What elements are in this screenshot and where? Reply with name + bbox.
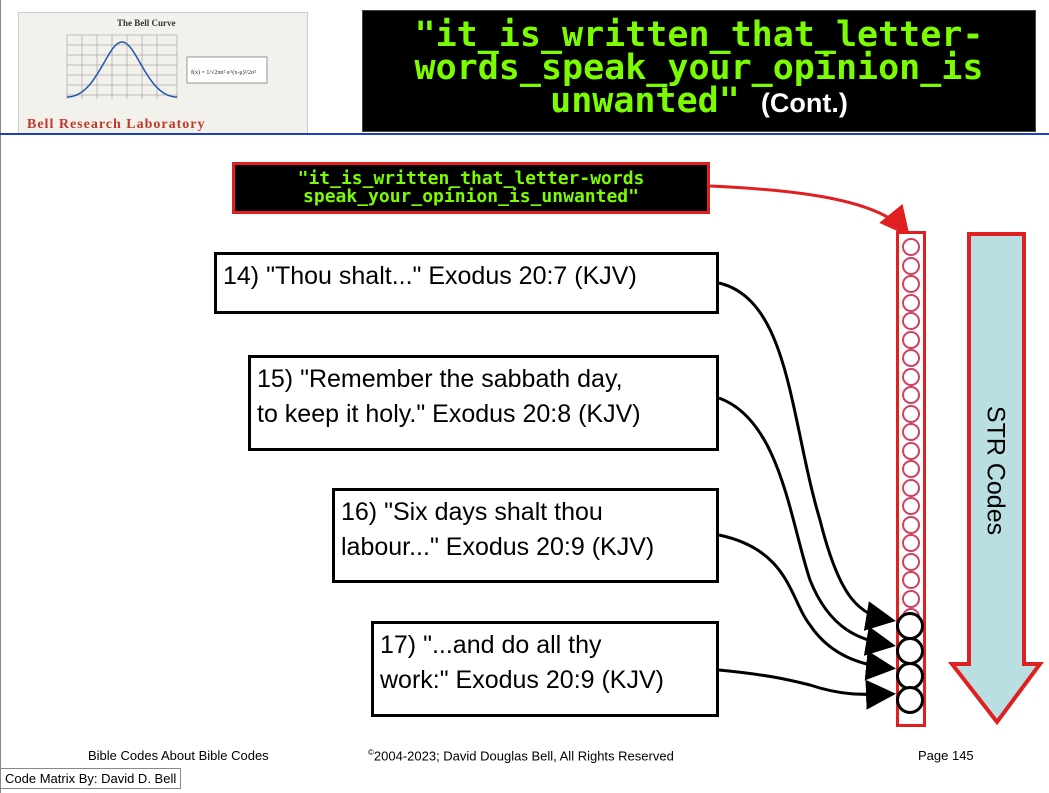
letter-circle (902, 460, 920, 478)
letter-circle (902, 423, 920, 441)
letter-circle (902, 238, 920, 256)
letter-circle (902, 367, 920, 386)
verse-box-15: 15) "Remember the sabbath day, to keep i… (248, 355, 719, 451)
verse-15-curve (718, 396, 896, 656)
letter-circle (902, 534, 920, 552)
highlighted-letter-circle (896, 637, 924, 665)
header-rule (0, 133, 1049, 135)
letter-circle (902, 293, 920, 312)
verse-16-curve (718, 533, 896, 681)
letter-circle (902, 497, 920, 515)
letter-circle (902, 404, 920, 423)
letter-circle (902, 478, 920, 497)
verse-box-14: 14) "Thou shalt..." Exodus 20:7 (KJV) (214, 252, 719, 314)
str-codes-label: STR Codes (980, 390, 1010, 550)
lab-name: Bell Research Laboratory (27, 117, 206, 132)
title-text: "it_is_written_that_letter-words_speak_y… (414, 15, 984, 121)
slide-title: "it_is_written_that_letter-words_speak_y… (362, 10, 1036, 132)
verse-17-line-2: work:" Exodus 20:9 (KJV) (380, 666, 664, 694)
phrase-line-2: speak_your_opinion_is_unwanted" (303, 186, 639, 207)
bell-curve-chart: f(x) = 1/√2πσ² e^(x-μ)²/2σ² (66, 34, 268, 99)
letter-circle (902, 275, 920, 293)
copyright-symbol: © (368, 748, 374, 757)
phrase-arrow (709, 184, 910, 237)
code-matrix-credit: Code Matrix By: David D. Bell (0, 768, 182, 789)
letter-strip (896, 231, 926, 727)
phrase-box: "it_is_written_that_letter-words speak_y… (232, 162, 710, 214)
page-number: Page 145 (918, 748, 974, 763)
title-cont: (Cont.) (760, 88, 848, 118)
letter-circle (902, 386, 920, 404)
verse-17-curve (718, 668, 896, 710)
verse-17-line-1: 17) "...and do all thy (380, 631, 602, 659)
bell-research-logo: The Bell Curve f(x) = 1/√2πσ² e^(x-μ)²/2… (18, 12, 308, 134)
left-border (0, 0, 1, 793)
letter-circle (902, 589, 920, 608)
verse-box-17: 17) "...and do all thy work:" Exodus 20:… (371, 621, 719, 717)
copyright-text: 2004-2023; David Douglas Bell, All Right… (373, 748, 674, 764)
highlighted-letter-circle (896, 612, 924, 640)
logo-chart-title: The Bell Curve (117, 18, 176, 28)
verse-14-line-1: 14) "Thou shalt..." Exodus 20:7 (KJV) (223, 262, 637, 290)
letter-circle (902, 256, 920, 275)
verse-15-line-2: to keep it holy." Exodus 20:8 (KJV) (257, 400, 641, 428)
footer-copyright: ©2004-2023; David Douglas Bell, All Righ… (368, 748, 674, 763)
verse-box-16: 16) "Six days shalt thou labour..." Exod… (332, 488, 719, 583)
svg-text:f(x) = 1/√2πσ² e^(x-μ)²/2σ²: f(x) = 1/√2πσ² e^(x-μ)²/2σ² (191, 69, 256, 76)
letter-circle (902, 349, 920, 367)
verse-14-curve (718, 281, 896, 631)
phrase-line-1: "it_is_written_that_letter-words (297, 168, 645, 189)
highlighted-letter-circle (896, 662, 924, 690)
verse-15-line-1: 15) "Remember the sabbath day, (257, 365, 623, 393)
letter-circle (902, 571, 920, 589)
letter-circle (902, 552, 920, 571)
letter-circle (902, 441, 920, 460)
letter-circle (902, 515, 920, 534)
verse-16-line-2: labour..." Exodus 20:9 (KJV) (341, 533, 655, 561)
letter-circle (902, 312, 920, 330)
verse-16-line-1: 16) "Six days shalt thou (341, 498, 603, 526)
str-codes-text: STR Codes (981, 405, 1010, 536)
highlighted-letter-circle (896, 686, 924, 714)
footer-title: Bible Codes About Bible Codes (88, 748, 269, 763)
letter-circle (902, 330, 920, 349)
